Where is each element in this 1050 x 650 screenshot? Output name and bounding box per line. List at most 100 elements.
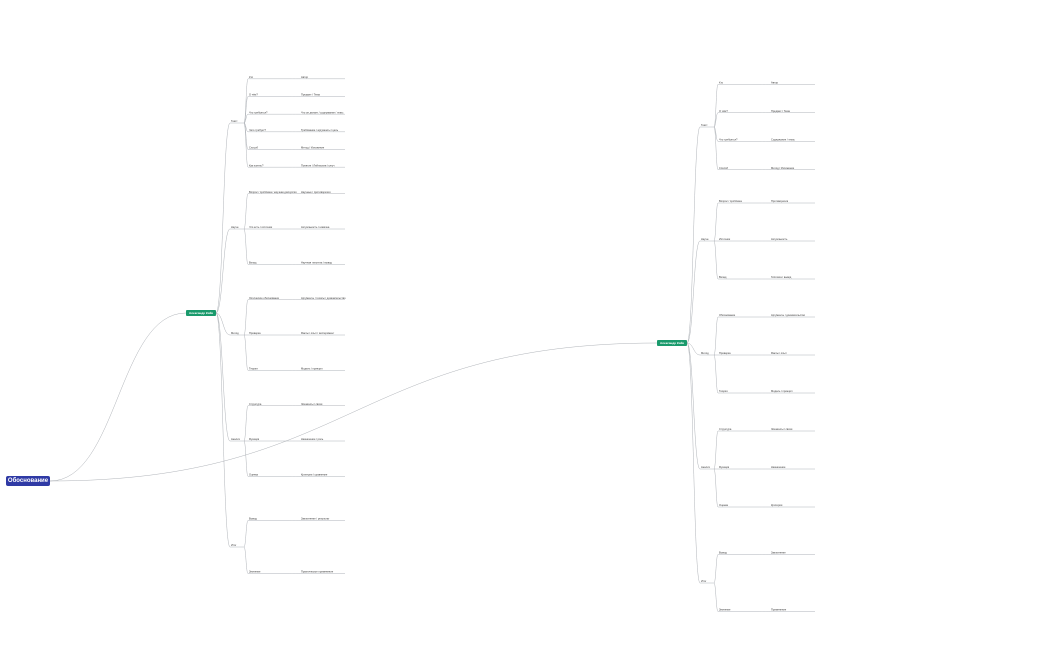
- map0-child-label[interactable]: Проверка: [249, 331, 261, 335]
- map0-leaf-label[interactable]: Автор: [301, 75, 309, 79]
- map1-branch-label[interactable]: Научн.: [701, 237, 709, 241]
- map1-child-label[interactable]: Теория: [719, 389, 728, 393]
- map0-child-connector: [243, 122, 249, 133]
- map0-leaf-label[interactable]: Требование / аргументы / цель: [301, 128, 339, 132]
- map0-leaf-label[interactable]: Заключение / результат: [301, 517, 330, 521]
- map0-child-label[interactable]: Кто: [249, 75, 254, 79]
- map0-child-label[interactable]: Способ: [249, 146, 258, 150]
- main-node-right[interactable]: Александр Кийк: [657, 340, 687, 346]
- map1-leaf-label[interactable]: Гипотеза / вывод: [771, 275, 792, 279]
- map1-leaf-label[interactable]: Содержание / тезис: [771, 137, 796, 141]
- map1-child-connector: [713, 126, 719, 142]
- map1-branch-label[interactable]: Текст: [701, 123, 708, 127]
- map0-child-label[interactable]: Вывод: [249, 517, 257, 521]
- map1-child-label[interactable]: О чём?: [719, 109, 728, 113]
- map1-child-label[interactable]: Проверка: [719, 351, 731, 355]
- map0-child-label[interactable]: Что есть / источник: [249, 225, 273, 229]
- map1-branch-label[interactable]: Анализ: [701, 465, 711, 469]
- map0-child-connector: [243, 122, 249, 168]
- map0-child-label[interactable]: Как понять?: [249, 163, 264, 167]
- map0-child-connector: [243, 440, 249, 477]
- map1-leaf-label[interactable]: Метод / Изложение: [771, 166, 795, 170]
- map1-child-label[interactable]: Структура: [719, 427, 732, 431]
- map0-leaf-label[interactable]: Назначение / роль: [301, 437, 324, 441]
- map0-leaf-label[interactable]: Элементы / связи: [301, 402, 323, 406]
- map1-child-connector: [713, 202, 719, 242]
- map0-branch-label[interactable]: Текст: [231, 119, 238, 123]
- map0-leaf-label[interactable]: Практическое применение: [301, 570, 334, 574]
- map1-leaf-label[interactable]: Критерии: [771, 503, 783, 507]
- map0-leaf-label[interactable]: Что он делает / содержание / тезис: [301, 110, 344, 114]
- map1-child-label[interactable]: Вклад: [719, 275, 727, 279]
- map1-leaf-label[interactable]: Факты / опыт: [771, 351, 788, 355]
- map0-child-connector: [243, 228, 249, 265]
- map1-child-connector: [713, 430, 719, 470]
- map0-child-label[interactable]: Структура: [249, 402, 262, 406]
- map0-child-label[interactable]: Оценка: [249, 473, 259, 477]
- map0-child-label[interactable]: Чего требует?: [249, 128, 267, 132]
- root-node[interactable]: Обоснование: [6, 476, 50, 486]
- map1-child-label[interactable]: Обоснование: [719, 313, 736, 317]
- map0-leaf-label[interactable]: Факты / опыт / эксперимент: [301, 331, 335, 335]
- map0-child-connector: [243, 405, 249, 442]
- map0-branch-connector: [215, 228, 231, 314]
- map1-leaf-label[interactable]: Заключение: [771, 551, 786, 555]
- map1-leaf-label[interactable]: Актуальность: [771, 237, 788, 241]
- map0-branch-label[interactable]: Метод: [231, 331, 239, 335]
- map0-branch-label[interactable]: Итог: [231, 543, 236, 547]
- map1-child-label[interactable]: Источник: [719, 237, 731, 241]
- map0-child-label[interactable]: Что требуется?: [249, 110, 268, 114]
- map0-child-label[interactable]: Теория: [249, 367, 258, 371]
- map1-leaf-label[interactable]: Автор: [771, 80, 779, 84]
- map1-child-connector: [713, 240, 719, 280]
- map0-child-connector: [243, 96, 249, 124]
- map1-child-label[interactable]: Функция: [719, 465, 730, 469]
- main-node-right-label: Александр Кийк: [660, 341, 684, 345]
- map0-leaf-label[interactable]: Аргументы / тезисы / доказательство: [301, 296, 346, 300]
- map0-branch-label[interactable]: Научн.: [231, 225, 239, 229]
- map1-child-connector: [713, 554, 719, 584]
- map1-child-label[interactable]: Вопрос / проблема: [719, 199, 742, 203]
- map1-child-label[interactable]: Значение: [719, 608, 731, 612]
- map0-child-connector: [243, 113, 249, 124]
- map1-branch-label[interactable]: Метод: [701, 351, 709, 355]
- map0-branch-connector: [215, 312, 231, 442]
- map0-leaf-label[interactable]: Актуальность / новизна: [301, 225, 330, 229]
- map1-branch-connector: [686, 126, 701, 344]
- map1-branch-label[interactable]: Итог: [701, 579, 706, 583]
- map0-leaf-label[interactable]: Понятие / Лейтмотив / ключ: [301, 163, 335, 167]
- map1-leaf-label[interactable]: Элементы / связи: [771, 427, 793, 431]
- map1-child-label[interactable]: Оценка: [719, 503, 729, 507]
- map0-branch-label[interactable]: Анализ: [231, 437, 241, 441]
- map1-leaf-label[interactable]: Назначение: [771, 465, 786, 469]
- map1-child-label[interactable]: Вывод: [719, 551, 727, 555]
- map0-child-label[interactable]: Вклад: [249, 261, 257, 265]
- map1-branch-connector: [686, 342, 701, 584]
- main-node-left[interactable]: Александр Кийк: [186, 310, 216, 316]
- map0-child-label[interactable]: Функция: [249, 437, 260, 441]
- map1-leaf-label[interactable]: Модель / принцип: [771, 389, 793, 393]
- map0-child-connector: [243, 334, 249, 371]
- map0-leaf-label[interactable]: Предмет / Тема: [301, 93, 320, 97]
- map0-leaf-label[interactable]: Научная гипотеза / вывод: [301, 261, 332, 265]
- map1-leaf-label[interactable]: Применение: [771, 608, 787, 612]
- map1-child-connector: [713, 84, 719, 128]
- map0-leaf-label[interactable]: Метод / Изложение: [301, 146, 325, 150]
- map0-leaf-label[interactable]: Научные / противоречия: [301, 190, 331, 194]
- map1-child-label[interactable]: Кто: [719, 80, 724, 84]
- map0-leaf-label[interactable]: Критерии / сравнение: [301, 473, 328, 477]
- map0-child-label[interactable]: Вопрос / проблема / научная дискуссия: [249, 190, 297, 194]
- map0-child-label[interactable]: Значение: [249, 570, 261, 574]
- root-connector-left: [49, 312, 187, 482]
- map0-child-connector: [243, 78, 249, 124]
- map0-leaf-label[interactable]: Модель / принцип: [301, 367, 323, 371]
- map1-child-connector: [713, 126, 719, 170]
- map0-child-label[interactable]: Логическое обоснование: [249, 296, 280, 300]
- map1-child-label[interactable]: Что требуется?: [719, 137, 738, 141]
- map1-child-label[interactable]: Способ: [719, 166, 728, 170]
- map1-leaf-label[interactable]: Аргументы / доказательство: [771, 313, 806, 317]
- map0-child-label[interactable]: О чём?: [249, 93, 258, 97]
- main-node-left-label: Александр Кийк: [189, 311, 213, 315]
- map1-leaf-label[interactable]: Предмет / Тема: [771, 109, 790, 113]
- map1-leaf-label[interactable]: Противоречия: [771, 199, 789, 203]
